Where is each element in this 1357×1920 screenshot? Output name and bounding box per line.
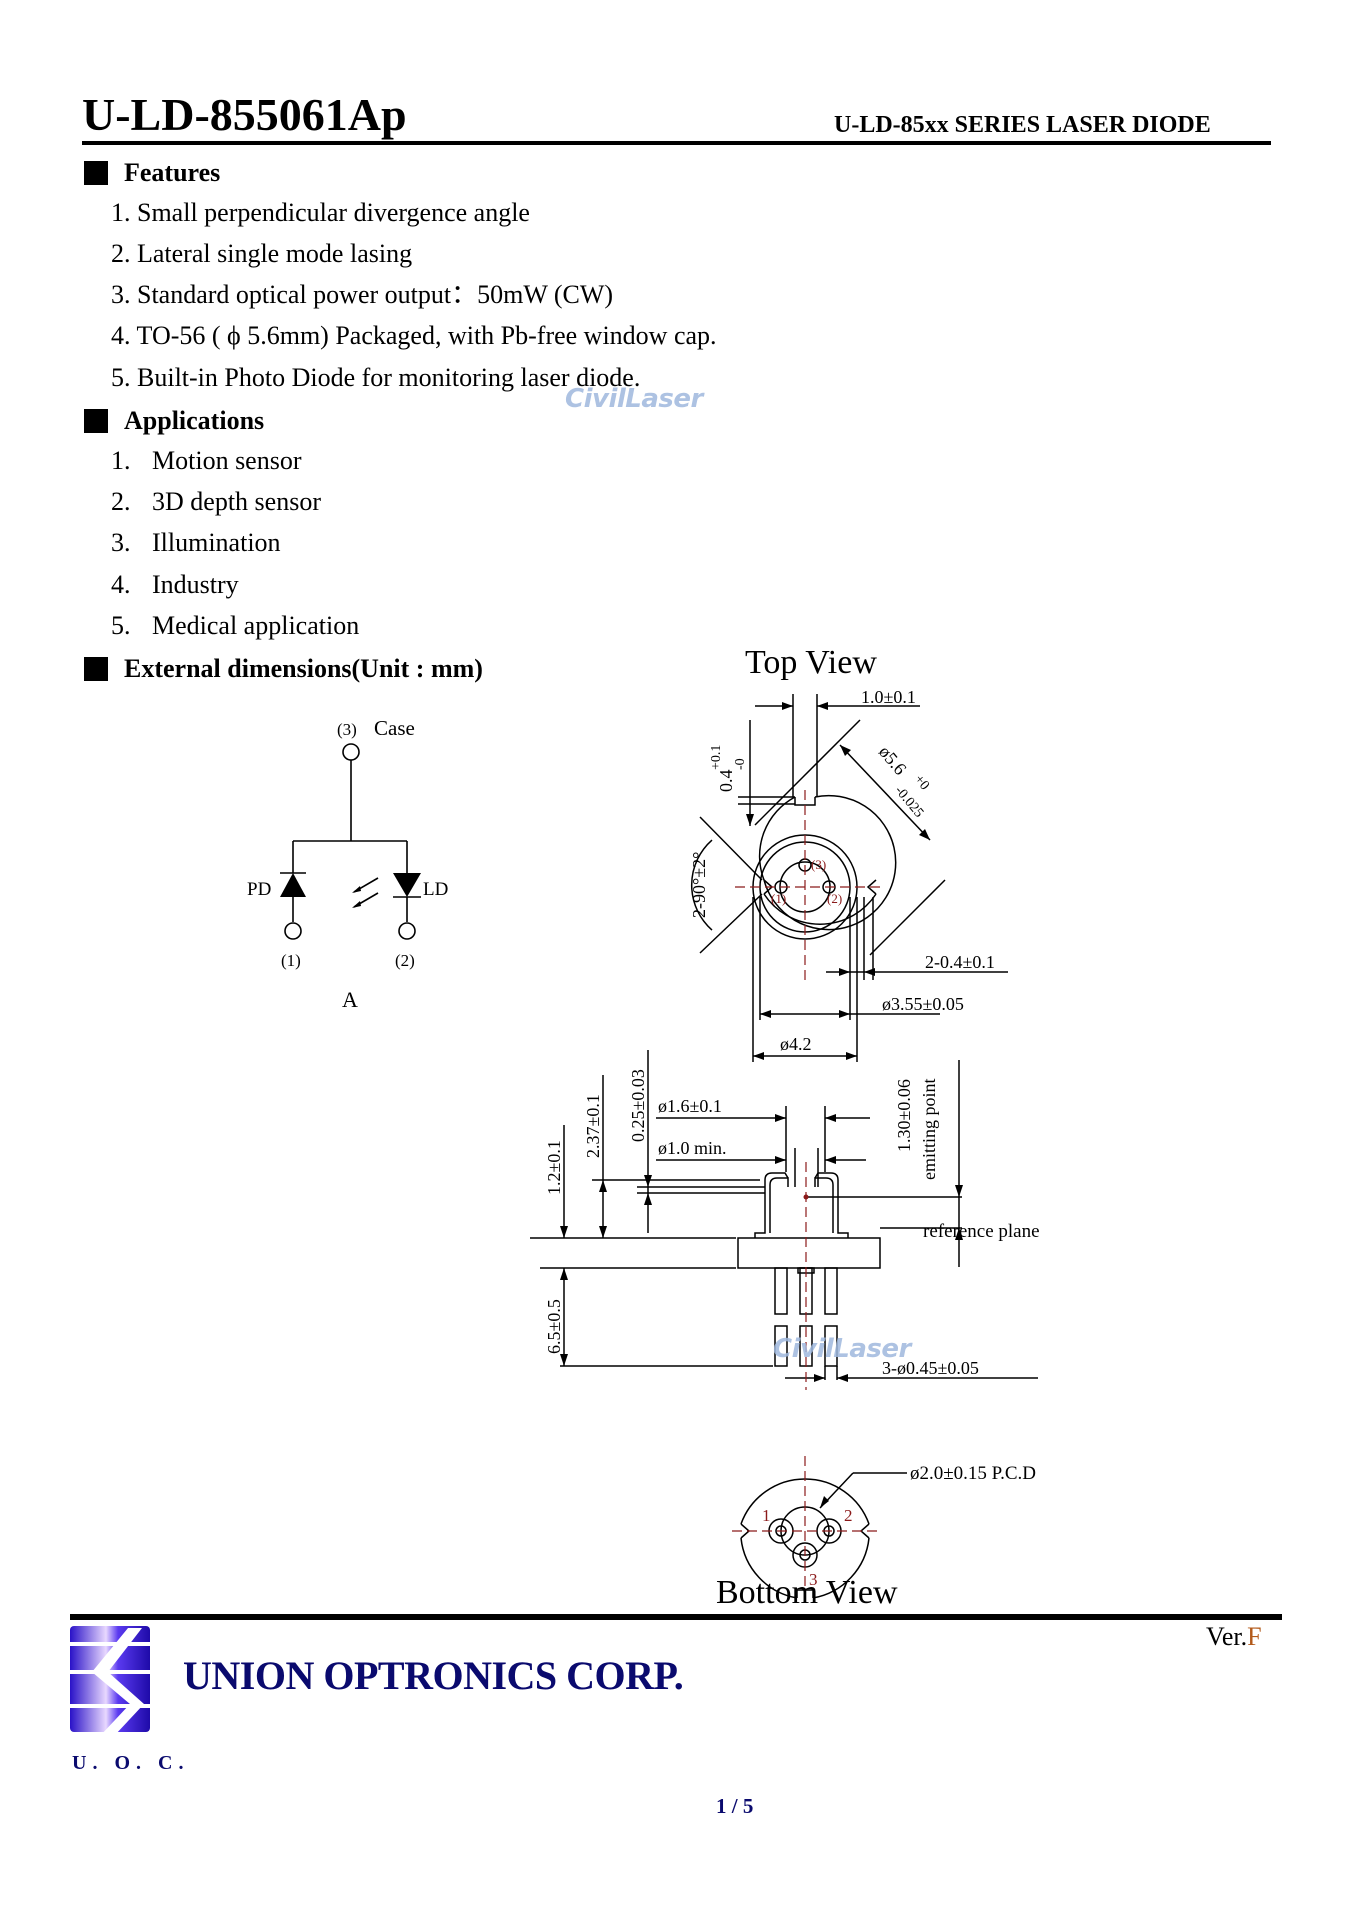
bottom-view-drawing: 1 2 3 ø2.0±0.15 P.C.D bbox=[732, 1456, 1036, 1605]
features-heading: Features bbox=[84, 160, 220, 186]
dim-side-notch: 2-0.4±0.1 bbox=[925, 952, 995, 972]
dim-pcd: ø2.0±0.15 P.C.D bbox=[910, 1463, 1036, 1484]
feature-item: 2. Lateral single mode lasing bbox=[111, 239, 413, 268]
application-item: 1.Motion sensor bbox=[111, 446, 302, 475]
dim-lead-diameter: 3-ø0.45±0.05 bbox=[882, 1358, 979, 1378]
bullet-square-icon bbox=[84, 409, 108, 433]
dim-total-height: 2.37±0.1 bbox=[583, 1094, 603, 1158]
bottom-pin1-label: 1 bbox=[762, 1506, 771, 1525]
pin2-label: (2) bbox=[395, 951, 415, 970]
dim-cap-height: 1.2±0.1 bbox=[544, 1140, 564, 1195]
emitting-point-label: emitting point bbox=[919, 1079, 939, 1181]
dim-window-outer: ø1.6±0.1 bbox=[658, 1096, 722, 1116]
dim-diameter: ø5.6 bbox=[875, 742, 911, 779]
dim-window-inner: ø1.0 min. bbox=[658, 1138, 727, 1158]
case-terminal bbox=[342, 743, 360, 761]
top-pin3-label: (3) bbox=[811, 857, 826, 872]
series-title: U-LD-85xx SERIES LASER DIODE bbox=[834, 112, 1211, 138]
bottom-pin3-label: 3 bbox=[809, 1570, 818, 1589]
circuit-schematic: (3) Case PD LD (1) (2) A bbox=[247, 716, 448, 1012]
feature-item: 4. TO-56 ( ϕ 5.6mm) Packaged, with Pb-fr… bbox=[111, 321, 717, 350]
side-view-drawing: ø1.6±0.1 ø1.0 min. 1.2±0.1 2.37±0.1 0.25… bbox=[530, 1050, 1040, 1390]
dim-notch-depth: 0.4 bbox=[716, 770, 736, 793]
case-pin-label: (3) bbox=[337, 720, 357, 739]
bullet-square-icon bbox=[84, 657, 108, 681]
company-name: UNION OPTRONICS CORP. bbox=[183, 1653, 684, 1698]
company-abbreviation: U. O. C. bbox=[72, 1752, 190, 1774]
watermark-text: CivilLaser bbox=[773, 1334, 911, 1364]
dim-angle: 2-90°±2° bbox=[689, 852, 709, 918]
case-label: Case bbox=[374, 716, 415, 740]
applications-heading: Applications bbox=[84, 408, 264, 434]
photodiode-icon bbox=[280, 873, 306, 897]
features-heading-label: Features bbox=[124, 158, 221, 187]
bottom-pin2-label: 2 bbox=[844, 1506, 853, 1525]
top-view-drawing: Top View bbox=[689, 644, 1008, 1062]
part-number-title: U-LD-855061Ap bbox=[82, 89, 407, 140]
pd-label: PD bbox=[247, 879, 271, 900]
dim-body-diameter: ø4.2 bbox=[780, 1034, 812, 1054]
dim-emitting: 1.30±0.06 bbox=[894, 1079, 914, 1152]
application-item: 5.Medical application bbox=[111, 611, 360, 640]
application-item: 3.Illumination bbox=[111, 528, 281, 557]
bullet-square-icon bbox=[84, 161, 108, 185]
header-rule bbox=[82, 141, 1271, 145]
top-pin2-label: (2) bbox=[827, 891, 842, 906]
dim-lead-length: 6.5±0.5 bbox=[544, 1299, 564, 1354]
dim-notch-width: 1.0±0.1 bbox=[861, 687, 916, 707]
feature-item: 5. Built-in Photo Diode for monitoring l… bbox=[111, 363, 641, 392]
reference-plane-label: reference plane bbox=[923, 1221, 1040, 1242]
dim-notch-depth-plus: +0.1 bbox=[709, 745, 724, 770]
pin2-terminal bbox=[398, 922, 416, 940]
emitting-point-marker bbox=[803, 1194, 809, 1200]
dimensions-heading-label: External dimensions(Unit : mm) bbox=[124, 654, 483, 683]
centerline bbox=[732, 1456, 880, 1605]
page-number: 1 / 5 bbox=[716, 1794, 754, 1818]
bottom-view-title: Bottom View bbox=[716, 1574, 898, 1611]
laser-diode-icon bbox=[393, 873, 421, 897]
circuit-type-label: A bbox=[342, 987, 358, 1012]
company-logo bbox=[70, 1626, 150, 1736]
ld-label: LD bbox=[423, 879, 448, 900]
dimensions-heading: External dimensions(Unit : mm) bbox=[84, 656, 483, 682]
dim-notch-depth-minus: -0 bbox=[733, 758, 748, 770]
pin1-label: (1) bbox=[281, 951, 301, 970]
watermark-text: CivilLaser bbox=[565, 384, 703, 414]
application-item: 2.3D depth sensor bbox=[111, 487, 321, 516]
lightning-icon bbox=[92, 1628, 144, 1736]
feature-item: 1. Small perpendicular divergence angle bbox=[111, 198, 530, 227]
dim-diameter-plus: +0 bbox=[911, 772, 932, 793]
dim-window-thickness: 0.25±0.03 bbox=[628, 1069, 648, 1142]
feature-item: 3. Standard optical power output：50mW (C… bbox=[111, 280, 614, 309]
pin1-terminal bbox=[284, 922, 302, 940]
version-label: Ver.F bbox=[1206, 1622, 1262, 1651]
top-view-title: Top View bbox=[745, 644, 877, 681]
applications-heading-label: Applications bbox=[124, 406, 265, 435]
footer-rule bbox=[70, 1614, 1282, 1620]
dim-cap-diameter: ø3.55±0.05 bbox=[882, 994, 964, 1014]
application-item: 4.Industry bbox=[111, 570, 239, 599]
centerline bbox=[735, 790, 885, 985]
top-pin1-label: (1) bbox=[771, 891, 786, 906]
